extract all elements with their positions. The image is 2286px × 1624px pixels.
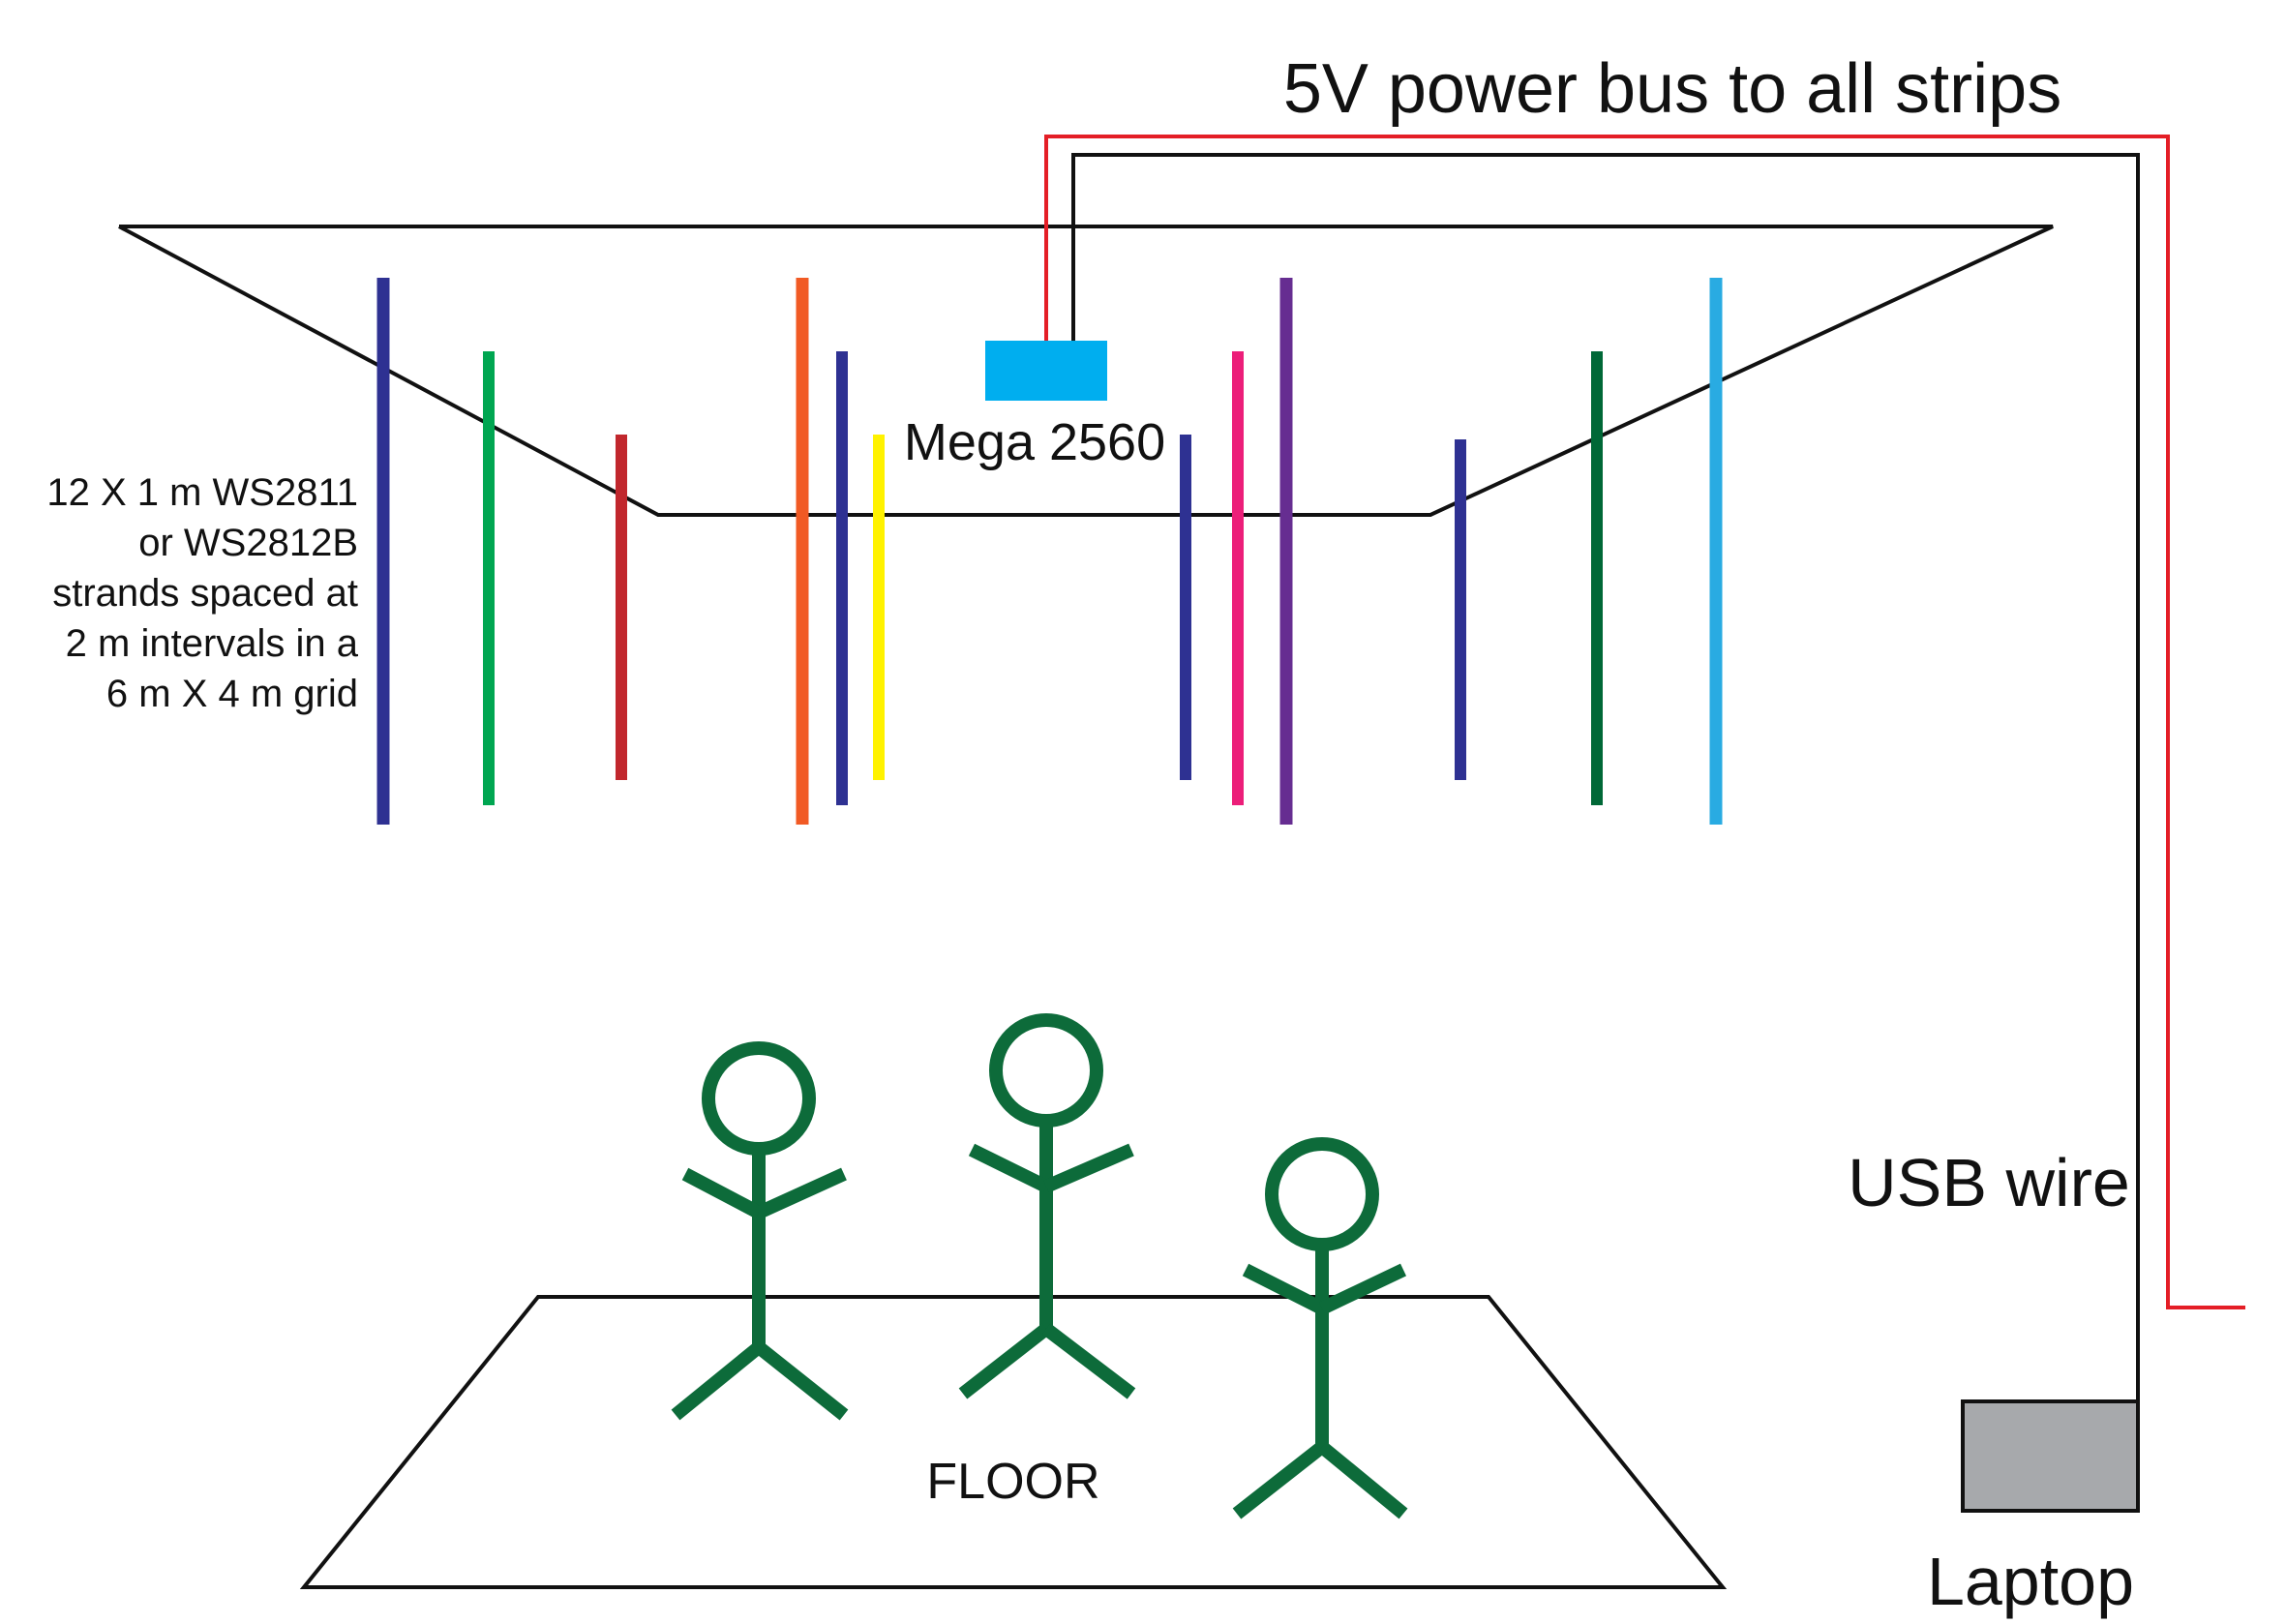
led-strips (376, 278, 1723, 825)
strip-description: 12 X 1 m WS2811 or WS2812B strands space… (46, 471, 358, 715)
strip-description-line: 6 m X 4 m grid (106, 673, 358, 715)
laptop-box (1961, 1399, 2140, 1513)
floor-outline (299, 1295, 1728, 1589)
ceiling-outline (118, 225, 2054, 517)
power-bus-title: 5V power bus to all strips (1283, 50, 2061, 128)
strip-description-line: 2 m intervals in a (66, 622, 359, 665)
strip-description-line: strands spaced at (52, 572, 358, 615)
person-figure (958, 1013, 1136, 1399)
floor-label: FLOOR (926, 1454, 1099, 1510)
strip-description-line: 12 X 1 m WS2811 (46, 471, 358, 514)
controller-label: Mega 2560 (904, 413, 1165, 471)
laptop-label: Laptop (1927, 1544, 2134, 1619)
person-figure (671, 1041, 849, 1421)
mega-2560-board (985, 341, 1107, 401)
strip-description-line: or WS2812B (138, 522, 358, 564)
person-figure (1232, 1137, 1408, 1519)
usb-wire-label: USB wire (1848, 1145, 2130, 1220)
usb-wire (1071, 153, 2140, 1401)
power-bus-wire (1044, 135, 2245, 1309)
